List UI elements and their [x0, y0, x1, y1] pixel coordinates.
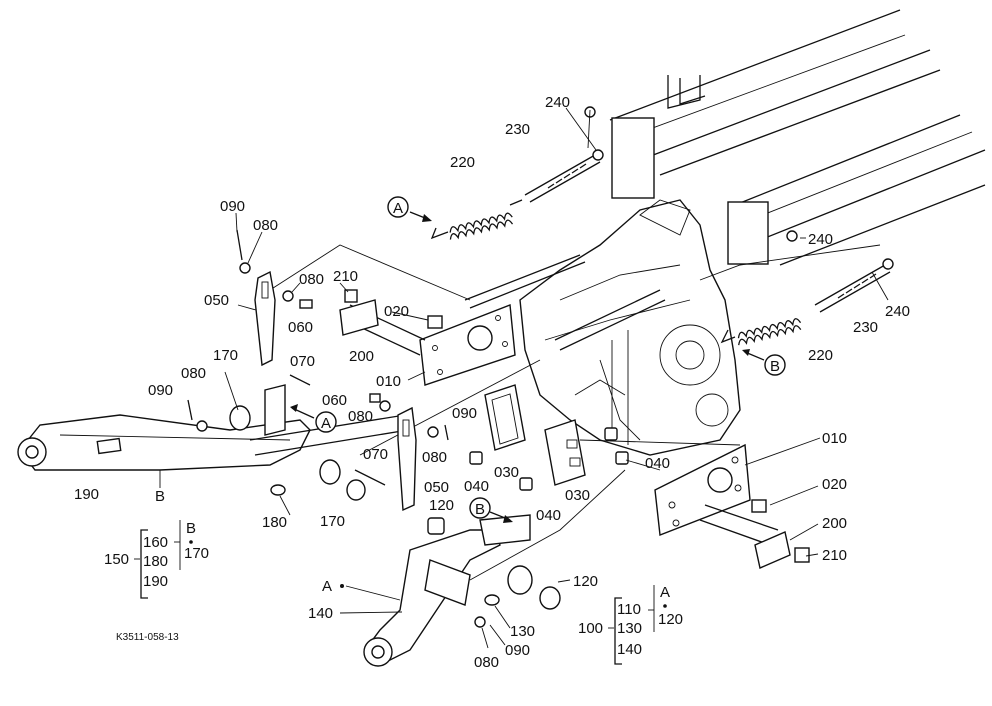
rod-230-lower	[786, 230, 894, 313]
callout-a-right: A	[290, 404, 337, 433]
label-200-a: 200	[349, 348, 374, 365]
assembly-100-alt-letter: A	[660, 584, 670, 601]
pedal-shaft-left	[229, 374, 409, 501]
mounting-plate-010-left	[419, 304, 516, 386]
label-090-d: 090	[452, 405, 477, 422]
label-200-b: 200	[822, 515, 847, 532]
callout-b-right: B	[742, 349, 786, 376]
label-050-a: 050	[204, 292, 229, 309]
callout-a-upper: A	[387, 196, 432, 222]
svg-text:A: A	[321, 415, 331, 432]
label-240-b: 240	[808, 231, 833, 248]
spring-220-upper	[430, 199, 523, 240]
svg-text:A: A	[393, 200, 403, 217]
assembly-150-alt-letter: B	[186, 520, 196, 537]
rod-230-upper	[524, 106, 604, 203]
bolts-040	[469, 427, 629, 491]
part-labels: 090 080 050 080 210 060 020 200 010 070 …	[74, 94, 910, 671]
assembly-100: 100 110 130 140 A 120	[578, 584, 683, 665]
label-080-e: 080	[474, 654, 499, 671]
label-060-a: 060	[288, 319, 313, 336]
linkage-rods	[269, 244, 881, 581]
assembly-100-alt-part: 120	[658, 611, 683, 628]
label-120-b: 120	[573, 573, 598, 590]
label-090-b: 090	[148, 382, 173, 399]
frame-rails	[609, 9, 986, 266]
assembly-150-child-1: 180	[143, 553, 168, 570]
assembly-150-parent: 150	[104, 551, 129, 568]
assembly-150-child-2: 190	[143, 573, 168, 590]
label-010-b: 010	[822, 430, 847, 447]
assembly-150-child-0: 160	[143, 534, 168, 551]
assembly-150-alt-part: 170	[184, 545, 209, 562]
label-090-c: 090	[505, 642, 530, 659]
label-030-b: 030	[565, 487, 590, 504]
label-010-a: 010	[376, 373, 401, 390]
svg-text:B: B	[475, 501, 485, 518]
label-220-b: 220	[808, 347, 833, 364]
bracket-030-a	[484, 384, 526, 451]
letter-b-under-pedal: B	[155, 488, 165, 505]
label-080-b: 080	[299, 271, 324, 288]
label-180: 180	[262, 514, 287, 531]
label-240-a: 240	[545, 94, 570, 111]
small-hardware-left	[187, 229, 449, 496]
label-170-b: 170	[320, 513, 345, 530]
label-230-b: 230	[853, 319, 878, 336]
label-240-c: 240	[885, 303, 910, 320]
assembly-150: 150 160 180 190 B 170	[104, 520, 209, 599]
label-220-a: 220	[450, 154, 475, 171]
label-210-b: 210	[822, 547, 847, 564]
label-130: 130	[510, 623, 535, 640]
callout-b-mid: B	[469, 497, 513, 523]
assembly-100-parent: 100	[578, 620, 603, 637]
label-230-a: 230	[505, 121, 530, 138]
spring-220-lower	[720, 318, 802, 346]
label-080-f: 080	[422, 449, 447, 466]
svg-text:B: B	[770, 358, 780, 375]
label-190: 190	[74, 486, 99, 503]
label-020-a: 020	[384, 303, 409, 320]
brake-pedal-arm-right	[363, 514, 561, 667]
leader-lines	[159, 107, 889, 649]
assembly-100-child-0: 110	[617, 601, 641, 618]
label-090-a: 090	[220, 198, 245, 215]
label-040-a: 040	[464, 478, 489, 495]
label-040-b: 040	[536, 507, 561, 524]
label-140: 140	[308, 605, 333, 622]
label-040-c: 040	[645, 455, 670, 472]
label-050-b: 050	[424, 479, 449, 496]
assembly-100-child-2: 140	[617, 641, 642, 658]
reference-letters: B A	[155, 488, 344, 595]
mounting-plate-010-right	[654, 443, 751, 536]
label-070-a: 070	[290, 353, 315, 370]
letter-a-left-lower: A	[322, 578, 332, 595]
lever-050-upper	[254, 270, 276, 367]
label-020-b: 020	[822, 476, 847, 493]
label-120-a: 120	[429, 497, 454, 514]
pin-200-left	[339, 289, 443, 356]
label-170-a: 170	[213, 347, 238, 364]
brake-pedal-arm-left	[17, 384, 311, 471]
label-060-b: 060	[322, 392, 347, 409]
lever-050-lower	[397, 406, 417, 512]
label-080-d: 080	[181, 365, 206, 382]
drawing-code: K3511-058-13	[116, 632, 179, 643]
label-030-a: 030	[494, 464, 519, 481]
label-070-b: 070	[363, 446, 388, 463]
label-210-a: 210	[333, 268, 358, 285]
label-080-a: 080	[253, 217, 278, 234]
assembly-100-child-1: 130	[617, 620, 642, 637]
pin-200-right	[699, 499, 810, 569]
label-080-c: 080	[348, 408, 373, 425]
bracket-030-b	[544, 419, 586, 486]
transmission-housing	[519, 199, 741, 456]
